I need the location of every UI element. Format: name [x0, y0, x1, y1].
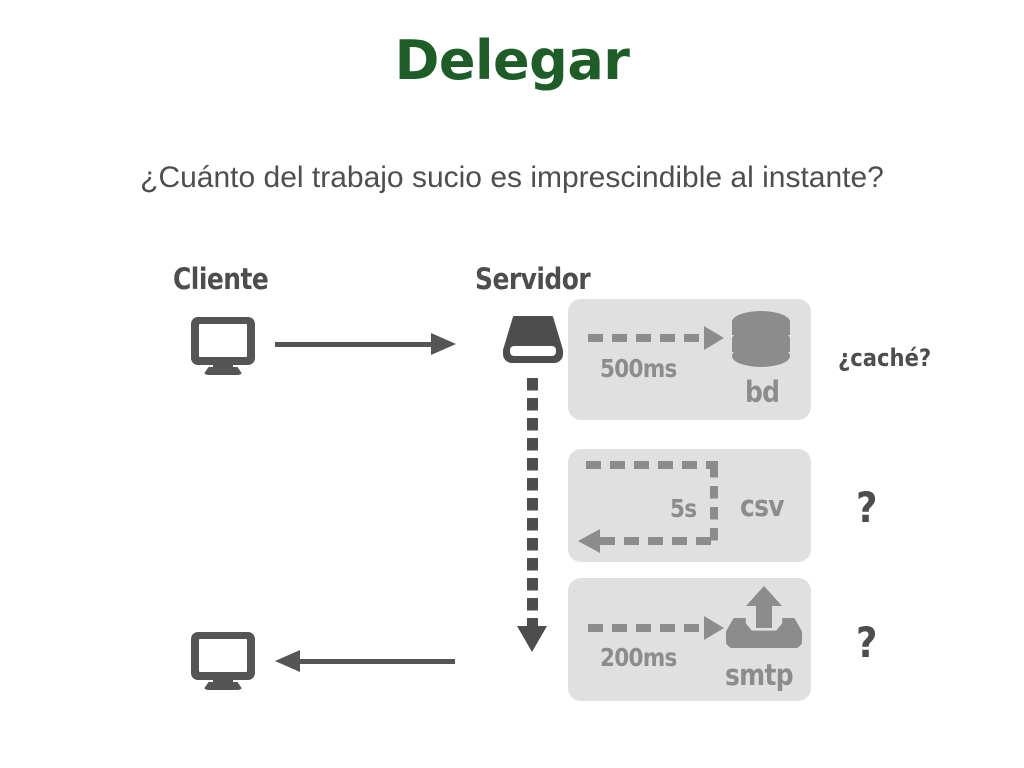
upload-outbox-icon: [726, 586, 802, 648]
monitor-screen: [191, 632, 255, 680]
server-slot: [510, 346, 556, 356]
monitor-neck: [213, 362, 233, 369]
arrow-left-icon: [275, 650, 455, 672]
monitor-screen: [191, 317, 255, 365]
service-label: smtp: [725, 658, 794, 692]
dashed-arrow-down-head-icon: [517, 626, 547, 652]
panel-csv: 5s csv: [568, 449, 811, 562]
monitor-icon: [191, 317, 255, 375]
service-label: csv: [740, 489, 785, 523]
monitor-base: [203, 682, 243, 690]
database-icon: [732, 311, 790, 374]
dashed-arrow-right-icon: [588, 334, 706, 342]
monitor-icon: [191, 632, 255, 690]
panel-db: 500ms bd: [568, 299, 811, 420]
dashed-arrow-right-icon: [588, 624, 706, 632]
arrow-shaft: [297, 659, 455, 664]
column-heading-server: Servidor: [475, 262, 591, 296]
monitor-neck: [213, 677, 233, 684]
arrow-head: [431, 333, 456, 355]
dashed-loop-top-icon: [586, 461, 718, 469]
monitor-base: [203, 367, 243, 375]
dashed-loop-right-icon: [710, 465, 718, 545]
upload-arrow-head: [746, 586, 782, 606]
db-layer: [732, 311, 790, 333]
latency-label: 5s: [670, 494, 697, 523]
dashed-arrow-down-icon: [527, 378, 538, 628]
service-label: bd: [745, 375, 780, 409]
dashed-arrow-right-head-icon: [704, 326, 724, 350]
server-icon: [503, 316, 563, 363]
page-title: Delegar: [394, 29, 630, 92]
dashed-arrow-right-head-icon: [704, 616, 724, 640]
latency-label: 200ms: [600, 643, 677, 672]
column-heading-client: Cliente: [173, 262, 269, 296]
annotation-cache: ¿caché?: [838, 344, 932, 372]
dashed-loop-arrow-head-icon: [578, 529, 600, 553]
upload-arrow-shaft: [756, 602, 772, 628]
latency-label: 500ms: [600, 354, 677, 383]
arrow-head: [275, 650, 300, 672]
arrow-right-icon: [275, 333, 456, 355]
panel-smtp: 200ms smtp: [568, 578, 811, 701]
annotation-question-csv: ?: [856, 483, 878, 532]
dashed-loop-bottom-icon: [600, 537, 718, 545]
arrow-shaft: [275, 342, 438, 347]
page-subtitle: ¿Cuánto del trabajo sucio es imprescindi…: [140, 161, 884, 194]
annotation-question-smtp: ?: [856, 618, 878, 667]
